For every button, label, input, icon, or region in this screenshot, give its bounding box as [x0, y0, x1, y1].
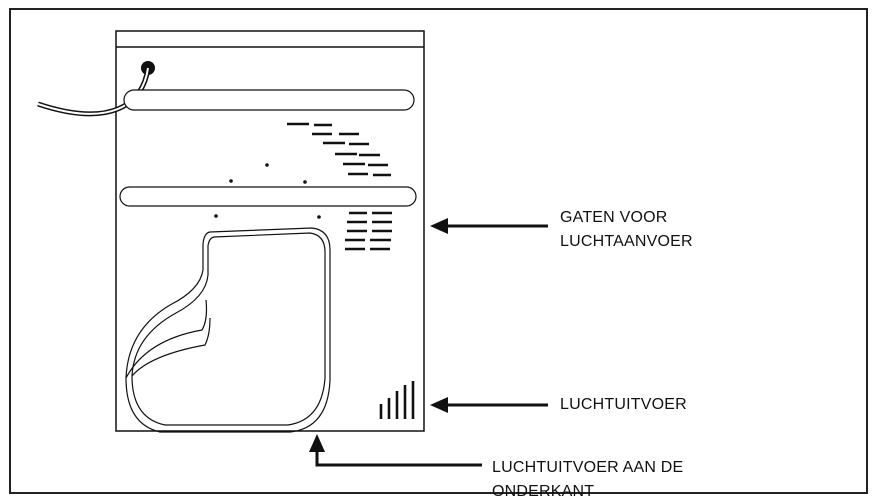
diagram-frame	[9, 8, 868, 494]
bottom-outlet-label-line2: ONDERKANT	[492, 483, 595, 500]
air-outlet-label: LUCHTUITVOER	[560, 393, 687, 417]
bottom-outlet-label: LUCHTUITVOER AAN DE ONDERKANT	[492, 456, 683, 504]
upper-slot	[123, 89, 415, 111]
screw-dots	[214, 163, 321, 219]
middle-slot	[119, 186, 417, 207]
upper-vent-slits	[287, 122, 391, 177]
bottom-outlet-arrow	[309, 434, 482, 467]
air-outlet-label-text: LUCHTUITVOER	[560, 396, 687, 413]
air-inlet-label: GATEN VOOR LUCHTAANVOER	[560, 206, 693, 254]
power-cord	[37, 61, 155, 117]
air-inlet-holes	[345, 211, 392, 251]
rear-cover	[125, 227, 331, 433]
air-outlet-arrow	[430, 397, 548, 413]
air-outlet-ribs	[379, 381, 415, 419]
bottom-outlet-label-line1: LUCHTUITVOER AAN DE	[492, 459, 684, 476]
air-inlet-label-line2: LUCHTAANVOER	[560, 233, 693, 250]
air-inlet-arrow	[430, 218, 548, 234]
air-inlet-label-line1: GATEN VOOR	[560, 209, 668, 226]
